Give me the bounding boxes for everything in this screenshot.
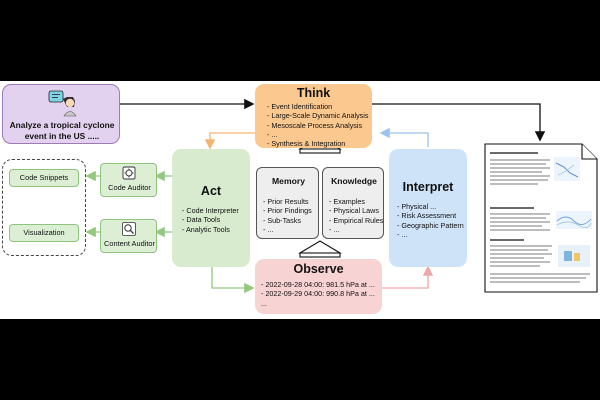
knowledge-box: Knowledge - Examples - Physical Laws - E… <box>322 167 384 239</box>
knowledge-title: Knowledge <box>331 176 377 186</box>
list-item: - ... <box>267 129 278 139</box>
list-item: - Physical ... <box>397 202 437 211</box>
act-to-observe-arrow <box>211 266 255 294</box>
observe-list: - 2022-09-28 04:00: 981.5 hPa at ... - 2… <box>261 280 375 308</box>
observe-box: Observe - 2022-09-28 04:00: 981.5 hPa at… <box>255 259 382 314</box>
list-item: - Geographic Pattern <box>397 220 464 230</box>
content-auditor-label: Content Auditor <box>104 239 155 248</box>
knowledge-list: - Examples - Physical Laws - Empirical R… <box>329 197 383 234</box>
code-auditor-label: Code Auditor <box>108 183 151 192</box>
code-auditor-icon <box>122 166 136 180</box>
visualization-box: Visualization <box>9 224 79 242</box>
list-item: - ... <box>329 224 340 234</box>
robot-avatar-icon <box>47 89 79 117</box>
memory-title: Memory <box>272 176 305 186</box>
list-item: - Risk Assessment <box>397 211 457 221</box>
observe-title: Observe <box>293 262 344 276</box>
code-snippets-box: Code Snippets <box>9 169 79 187</box>
list-item: - Prior Findings <box>263 206 312 216</box>
interpret-to-think-arrow <box>379 127 429 147</box>
think-title: Think <box>296 86 331 100</box>
list-item: - Analytic Tools <box>182 224 230 234</box>
outputs-group: Code Snippets Visualization <box>2 159 86 256</box>
list-item: - Mesoscale Process Analysis <box>267 120 363 130</box>
list-item: - Synthesis & Integration <box>267 139 346 149</box>
memory-list: - Prior Results - Prior Findings - Sub-T… <box>263 197 312 234</box>
list-item: - Physical Laws <box>329 206 379 216</box>
report-document-icon <box>484 143 598 293</box>
act-box: Act - Code Interpreter - Data Tools - An… <box>172 149 250 267</box>
content-auditor-icon <box>122 222 136 236</box>
interpret-box: Interpret - Physical ... - Risk Assessme… <box>389 149 467 267</box>
list-item: - ... <box>397 229 408 239</box>
list-item: - ... <box>263 224 274 234</box>
think-list: - Event Identification - Large-Scale Dyn… <box>267 102 368 148</box>
list-item: - Large-Scale Dynamic Analysis <box>267 111 369 121</box>
list-item: - Prior Results <box>263 197 309 206</box>
list-item: - Event Identification <box>267 102 333 111</box>
observe-to-context-arrow <box>298 240 342 254</box>
act-title: Act <box>200 184 222 198</box>
diagram-canvas: Analyze a tropical cyclone event in the … <box>0 81 600 319</box>
task-text-line2: event in the US ..... <box>24 130 100 141</box>
interpret-list: - Physical ... - Risk Assessment - Geogr… <box>397 202 464 239</box>
task-text: Analyze a tropical cyclone event in the … <box>3 120 121 141</box>
think-box: Think - Event Identification - Large-Sca… <box>255 84 372 148</box>
memory-box: Memory - Prior Results - Prior Findings … <box>256 167 319 239</box>
think-to-report-arrow <box>372 103 546 142</box>
task-text-line1: Analyze a tropical cyclone <box>9 120 115 130</box>
list-item: - Empirical Rules <box>329 215 384 225</box>
list-item: - 2022-09-29 04:00: 990.8 hPa at ... <box>261 289 375 299</box>
observe-to-interpret-arrow <box>382 265 434 289</box>
act-list: - Code Interpreter - Data Tools - Analyt… <box>182 206 239 234</box>
task-box: Analyze a tropical cyclone event in the … <box>2 84 120 144</box>
content-auditor-box: Content Auditor <box>100 219 157 253</box>
list-item: - Code Interpreter <box>182 206 239 215</box>
list-item: - 2022-09-28 04:00: 981.5 hPa at ... <box>261 280 375 289</box>
list-item: - Examples <box>329 197 365 206</box>
interpret-title: Interpret <box>402 180 454 194</box>
list-item: - Data Tools <box>182 215 221 225</box>
code-auditor-box: Code Auditor <box>100 163 157 197</box>
list-item: - Sub-Tasks <box>263 215 301 225</box>
think-to-act-arrow <box>204 132 255 150</box>
list-item: ... <box>261 298 267 308</box>
